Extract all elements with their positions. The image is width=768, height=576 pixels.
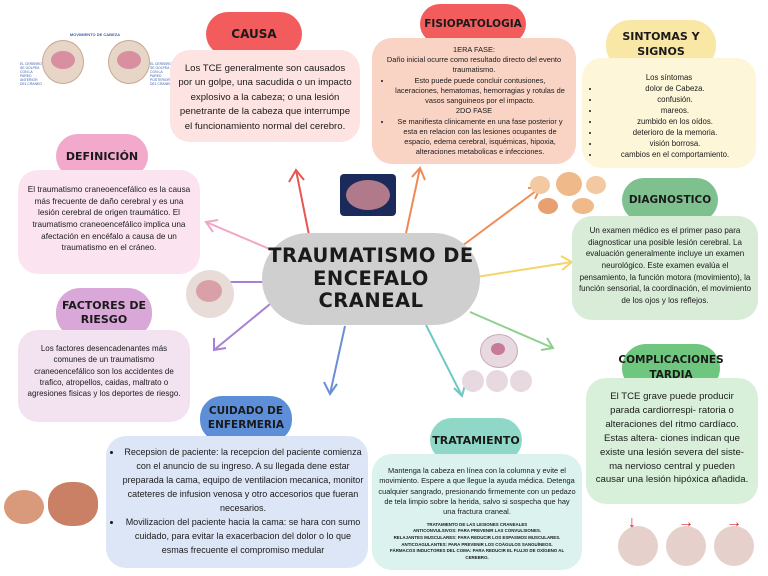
brain-cross-section-image: [462, 332, 532, 394]
phase1-label: 1ERA FASE:: [380, 45, 568, 55]
fisiopatologia-box: 1ERA FASE: Daño inicial ocurre como resu…: [372, 38, 576, 164]
sintoma-item: dolor de Cabeza.: [600, 83, 750, 94]
sintoma-item: visión borrosa.: [600, 138, 750, 149]
head-injury-images: ↓ → →: [618, 512, 764, 572]
causa-text: Los TCE generalmente son causados por un…: [178, 62, 352, 134]
head-xray-image: [186, 270, 234, 318]
sintomas-list: dolor de Cabeza. confusión. mareos. zumb…: [588, 83, 750, 160]
arrow-tratamiento: [426, 325, 465, 396]
sintomas-box: Los síntomas dolor de Cabeza. confusión.…: [582, 58, 756, 168]
complicaciones-text: El TCE grave puede producir parada cardi…: [594, 390, 750, 487]
caption-right: EL CEREBRO SE GOLPEA CON LA PARED POSTER…: [150, 62, 172, 86]
center-title: TRAUMATISMO DE ENCEFALO CRANEAL: [262, 233, 480, 325]
sintomas-title: SINTOMAS Y SIGNOS: [606, 30, 716, 60]
cuidado-item: Recepsion de paciente: la recepcion del …: [122, 446, 364, 516]
tratamiento-title: TRATAMIENTO: [432, 434, 519, 447]
diagnostico-box: Un examen médico es el primer paso para …: [572, 216, 758, 320]
sintoma-item: zumbido en los oídos.: [600, 116, 750, 127]
impact-arrow-icon: →: [726, 514, 736, 524]
arrow-cuidado: [324, 326, 345, 394]
caption-left: EL CEREBRO SE GOLPEA CON LA PARED ANTERI…: [20, 62, 42, 86]
cuidado-box: Recepsion de paciente: la recepcion del …: [106, 436, 368, 568]
fisiopatologia-title: FISIOPATOLOGIA: [424, 18, 522, 30]
factores-box: Los factores desencadenantes más comunes…: [18, 330, 190, 422]
causa-box: Los TCE generalmente son causados por un…: [170, 50, 360, 142]
arrow-fisiopatologia: [405, 168, 425, 238]
impact-arrow-icon: ↓: [628, 514, 638, 524]
illustration-title: MOVIMIENTO DE CABEZA: [50, 32, 140, 37]
head-movement-illustration: MOVIMIENTO DE CABEZA EL CEREBRO SE GOLPE…: [20, 32, 170, 92]
causa-title: CAUSA: [231, 27, 276, 41]
anatomy-image: [4, 482, 100, 528]
fine-line: RELAJANTES MUSCULARES: PARA REDUCIR LOS …: [378, 535, 576, 542]
factores-title: FACTORES DE RIESGO: [56, 299, 152, 328]
phase2-label: 2DO FASE: [380, 106, 568, 116]
definicion-title: DEFINICIÓN: [66, 150, 138, 163]
head-right-image: [108, 40, 150, 84]
tratamiento-text: Mantenga la cabeza en línea con la colum…: [378, 466, 576, 518]
sintoma-item: deterioro de la memoria.: [600, 127, 750, 138]
diagnostico-title: DIAGNOSTICO: [629, 194, 711, 206]
tratamiento-box: Mantenga la cabeza en línea con la colum…: [372, 454, 582, 570]
cuidado-title: CUIDADO DE ENFERMERIA: [200, 405, 292, 432]
phase2-bullet: Se manifiesta clinicamente en una fase p…: [392, 117, 568, 158]
arrow-diagnostico: [476, 256, 572, 277]
brain-diagram-image: [528, 172, 608, 216]
head-left-image: [42, 40, 84, 84]
diagnostico-text: Un examen médico es el primer paso para …: [578, 225, 752, 307]
sintomas-intro: Los síntomas: [588, 72, 750, 83]
cuidado-list: Recepsion de paciente: la recepcion del …: [110, 446, 364, 558]
sintoma-item: confusión.: [600, 94, 750, 105]
sintoma-item: cambios en el comportamiento.: [600, 149, 750, 160]
arrow-causa: [289, 170, 310, 240]
complicaciones-box: El TCE grave puede producir parada cardi…: [586, 378, 758, 504]
impact-arrow-icon: →: [678, 514, 688, 524]
sintoma-item: mareos.: [600, 105, 750, 116]
tratamiento-fine-print: TRATAMIENTO DE LAS LESIONES CRANEALES AN…: [378, 522, 576, 562]
phase1-bullet: Esto puede puede concluir contusiones, l…: [392, 76, 568, 107]
fine-line: ANTICOAGULANTES: PARA PREVENIR LOS COÁGU…: [378, 542, 576, 549]
phase1-text: Daño inicial ocurre como resultado direc…: [380, 55, 568, 75]
brain-image: [340, 174, 396, 216]
definicion-box: El traumatismo craneoencefálico es la ca…: [18, 170, 200, 274]
fine-line: TRATAMIENTO DE LAS LESIONES CRANEALES: [378, 522, 576, 529]
factores-text: Los factores desencadenantes más comunes…: [26, 343, 182, 400]
definicion-text: El traumatismo craneoencefálico es la ca…: [26, 184, 192, 254]
fine-line: FÁRMACOS INDUCTORES DEL COMA: PARA REDUC…: [378, 548, 576, 561]
fine-line: ANTICONVULSIVOS: PARA PREVENIR LAS CONVU…: [378, 528, 576, 535]
cuidado-item: Movilizacion del paciente hacia la cama:…: [122, 516, 364, 558]
